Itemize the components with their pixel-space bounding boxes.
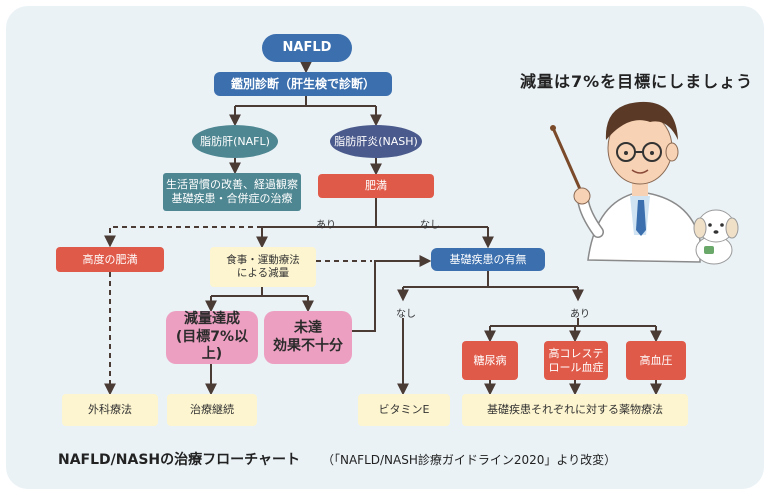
label-no-top: なし (420, 220, 440, 231)
node-severe-obesity: 高度の肥満 (56, 247, 164, 272)
caption-title: NAFLD/NASHの治療フローチャート (58, 452, 300, 468)
puppy-illustration (693, 209, 739, 265)
node-nafld: NAFLD (262, 34, 352, 62)
node-vitamin-e: ビタミンE (358, 394, 450, 426)
label-yes-bottom: あり (570, 309, 590, 320)
node-diet-exercise: 食事・運動療法 による減量 (210, 247, 316, 287)
label-no-bottom: なし (396, 309, 416, 320)
node-hyperlipidemia: 高コレステ ロール血症 (544, 341, 608, 380)
arrow-not-met-to-comorbidity (352, 255, 432, 332)
node-surgery: 外科療法 (62, 394, 158, 426)
label-yes-top: あり (316, 220, 336, 231)
node-diabetes: 糖尿病 (462, 341, 518, 380)
node-goal-not-met: 未達 効果不十分 (264, 311, 352, 364)
node-goal-met: 減量達成 (目標7%以上) (166, 311, 258, 364)
caption-source: （「NAFLD/NASH診療ガイドライン2020」より改変） (322, 453, 617, 467)
node-comorbidity: 基礎疾患の有無 (431, 248, 545, 271)
node-nash: 脂肪肝炎(NASH) (330, 125, 422, 158)
node-nafl: 脂肪肝(NAFL) (192, 125, 278, 158)
doctor-illustration (550, 101, 701, 263)
node-lifestyle: 生活習慣の改善、経過観察 基礎疾患・合併症の治療 (163, 173, 301, 211)
dashed-to-severe-obesity (104, 226, 262, 248)
node-drug-therapy: 基礎疾患それぞれに対する薬物療法 (462, 394, 688, 426)
node-obesity: 肥満 (318, 174, 434, 198)
headline-text: 減量は7%を目標にしましょう (520, 72, 754, 91)
node-continue-treatment: 治療継続 (167, 394, 257, 426)
node-differential-diagnosis: 鑑別診断（肝生検で診断） (214, 72, 392, 96)
node-hypertension: 高血圧 (626, 341, 686, 380)
